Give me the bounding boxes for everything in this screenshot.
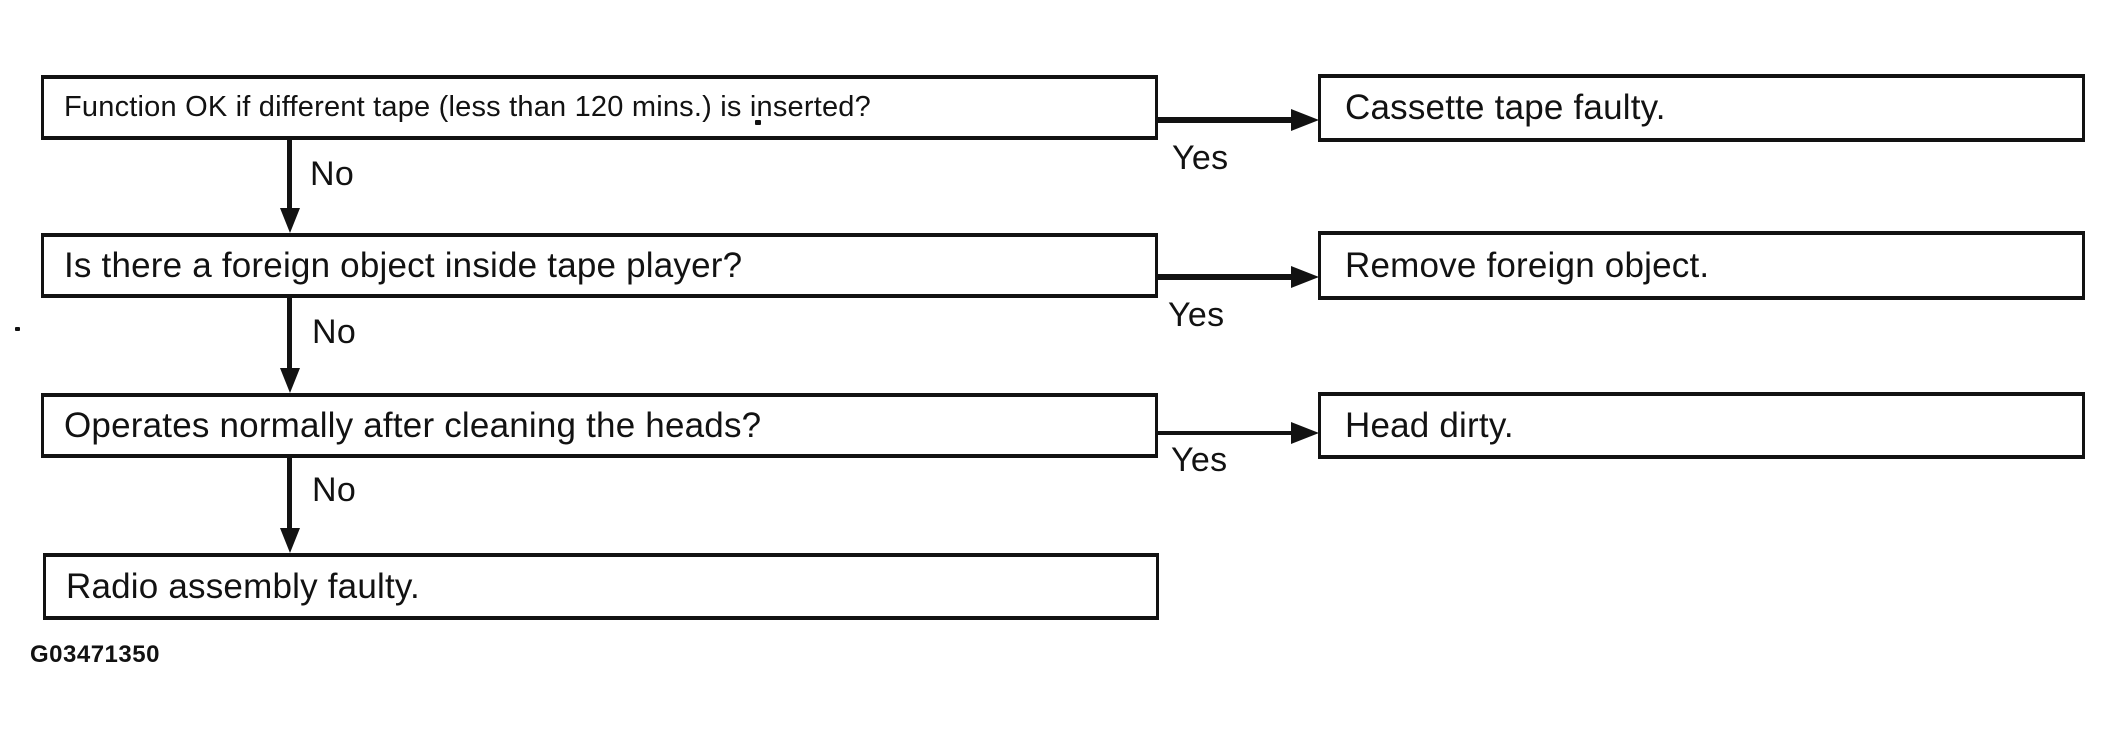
figure-code: G03471350 [30,641,160,668]
yes-label-3: Yes [1171,441,1228,479]
yes-arrow-shaft-3 [1157,431,1295,435]
no-arrow-shaft-2 [287,298,292,370]
no-label-1: No [310,155,355,193]
yes-label-1: Yes [1172,139,1229,177]
result-text-3: Head dirty. [1345,405,1514,445]
question-box-2: Is there a foreign object inside tape pl… [41,233,1158,298]
no-label-3: No [312,471,357,509]
no-arrow-head-icon [280,368,300,393]
scan-speck [15,327,20,331]
no-arrow-shaft-1 [287,140,292,210]
yes-arrow-shaft-2 [1157,274,1295,280]
yes-arrow-head-icon [1291,266,1319,288]
result-box-3: Head dirty. [1318,392,2085,459]
question-text-1: Function OK if different tape (less than… [64,91,871,123]
question-text-3: Operates normally after cleaning the hea… [64,405,762,445]
no-arrow-head-icon [280,528,300,553]
yes-arrow-head-icon [1291,109,1319,131]
question-box-3: Operates normally after cleaning the hea… [41,393,1158,458]
yes-arrow-head-icon [1291,422,1319,444]
final-result-text: Radio assembly faulty. [66,566,420,606]
result-box-1: Cassette tape faulty. [1318,74,2085,142]
result-box-2: Remove foreign object. [1318,231,2085,300]
yes-arrow-shaft-1 [1157,117,1295,123]
question-box-1: Function OK if different tape (less than… [41,75,1158,140]
final-result-box: Radio assembly faulty. [43,553,1159,620]
no-arrow-head-icon [280,208,300,233]
no-arrow-shaft-3 [287,457,292,530]
result-text-1: Cassette tape faulty. [1345,88,1666,127]
question-text-2: Is there a foreign object inside tape pl… [64,245,743,285]
yes-label-2: Yes [1168,296,1225,334]
result-text-2: Remove foreign object. [1345,245,1710,285]
no-label-2: No [312,313,357,351]
scan-speck [755,120,761,125]
